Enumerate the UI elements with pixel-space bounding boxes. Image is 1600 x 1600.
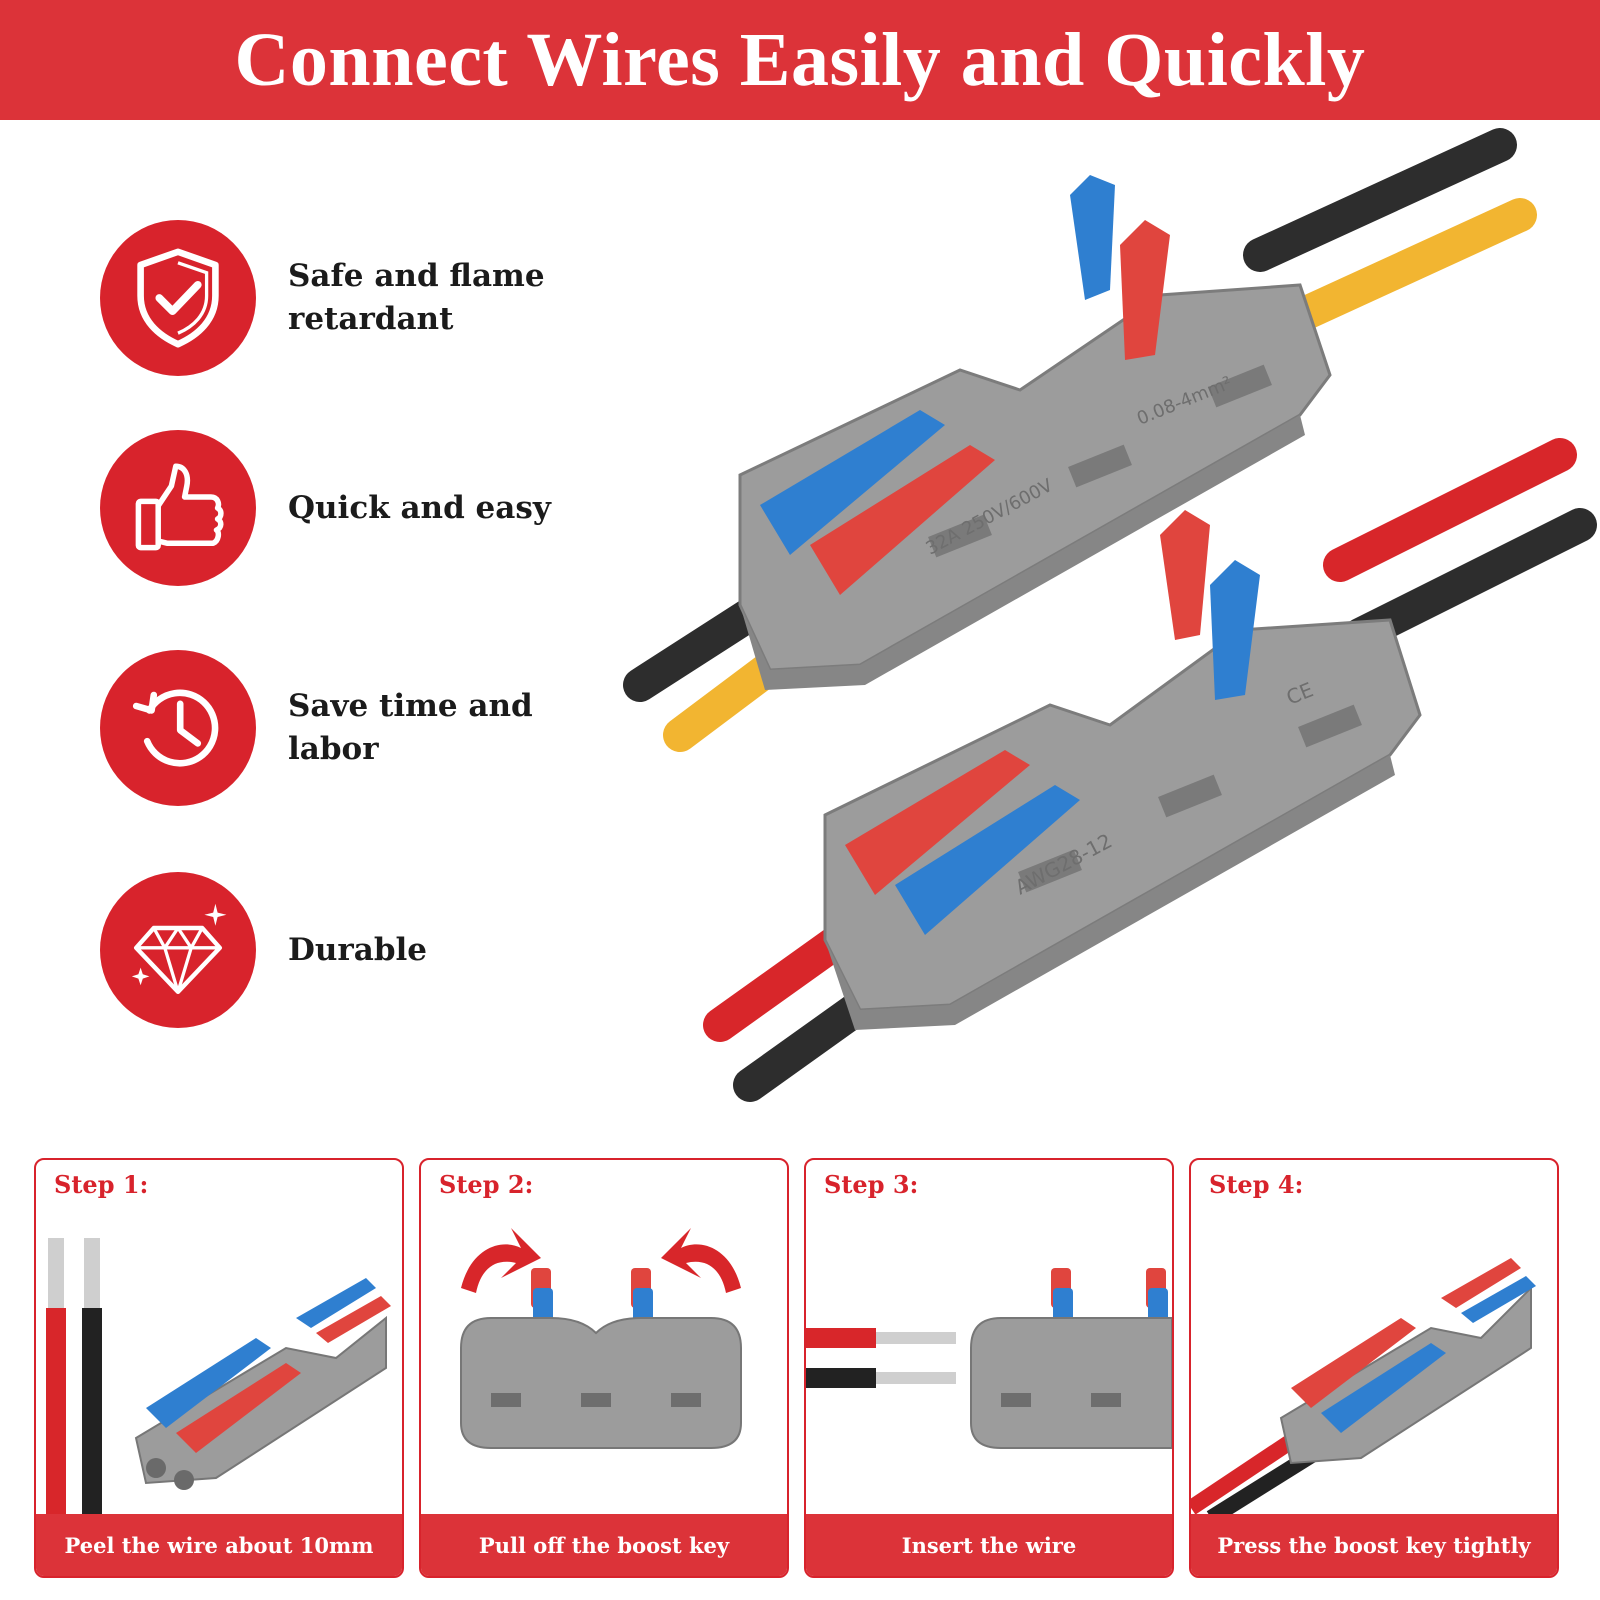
header-banner: Connect Wires Easily and Quickly bbox=[0, 0, 1600, 120]
step-caption: Peel the wire about 10mm bbox=[36, 1514, 402, 1576]
page-title: Connect Wires Easily and Quickly bbox=[234, 17, 1366, 102]
step-card-2: Step 2: Pull off the boost key bbox=[419, 1158, 789, 1578]
feature-item-safe: Safe and flame retardant bbox=[100, 220, 620, 380]
step-caption: Press the boost key tightly bbox=[1191, 1514, 1557, 1576]
step-1-illustration bbox=[46, 1238, 391, 1518]
step-card-1: Step 1: Peel the wire about 10mm bbox=[34, 1158, 404, 1578]
arrow-up-left-icon bbox=[461, 1228, 541, 1293]
shield-check-icon bbox=[100, 220, 256, 376]
clock-history-icon bbox=[100, 650, 256, 806]
step-caption: Pull off the boost key bbox=[421, 1514, 787, 1576]
feature-label: Safe and flame retardant bbox=[288, 258, 545, 337]
step-label: Step 4: bbox=[1209, 1170, 1304, 1199]
top-connector: 32A 250V/600V 0.08-4mm² bbox=[738, 175, 1332, 690]
feature-item-quick: Quick and easy bbox=[100, 430, 620, 590]
feature-item-durable: Durable bbox=[100, 872, 620, 1032]
step-card-4: Step 4: Press the boost key tightly bbox=[1189, 1158, 1559, 1578]
step-label: Step 3: bbox=[824, 1170, 919, 1199]
installation-steps: Step 1: Peel the wire about 10mm Step 2: bbox=[34, 1158, 1570, 1578]
step-label: Step 2: bbox=[439, 1170, 534, 1199]
feature-label: Durable bbox=[288, 931, 428, 968]
step-2-illustration bbox=[460, 1228, 742, 1449]
diamond-icon bbox=[100, 872, 256, 1028]
step-label: Step 1: bbox=[54, 1170, 149, 1199]
feature-item-save-time: Save time and labor bbox=[100, 650, 620, 810]
step-4-illustration bbox=[1191, 1258, 1536, 1518]
feature-label: Save time and labor bbox=[288, 688, 533, 767]
feature-label: Quick and easy bbox=[288, 489, 551, 526]
step-caption: Insert the wire bbox=[806, 1514, 1172, 1576]
product-hero-image: 32A 250V/600V 0.08-4mm² AWG28-12 CE bbox=[623, 128, 1597, 1102]
thumbs-up-icon bbox=[100, 430, 256, 586]
arrow-up-right-icon bbox=[661, 1228, 741, 1293]
step-3-illustration bbox=[806, 1268, 1172, 1449]
bottom-connector: AWG28-12 CE bbox=[823, 510, 1422, 1030]
step-card-3: Step 3: Insert the wire bbox=[804, 1158, 1174, 1578]
